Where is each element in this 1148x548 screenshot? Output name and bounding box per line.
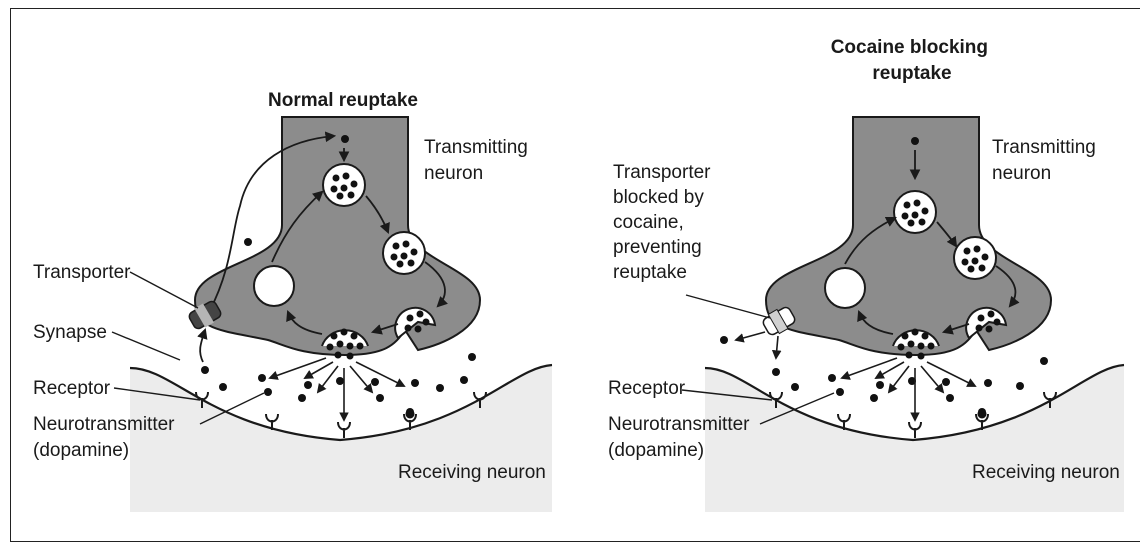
receiving-neuron-label: Receiving neuron	[398, 462, 546, 483]
neurotransmitter-dots	[201, 353, 476, 416]
transporter-blocked-label: Transporter blocked by cocaine, preventi…	[613, 162, 716, 283]
empty-vesicle	[825, 268, 865, 308]
diffusion-arrows	[270, 358, 404, 420]
synapse-label: Synapse	[33, 322, 107, 343]
transporter-label: Transporter	[33, 262, 131, 283]
receptor-label: Receptor	[33, 378, 111, 399]
panel-cocaine-blocking: Cocaine blocking reuptake Transmitting n…	[608, 37, 1124, 512]
panel-normal-reuptake: Normal reuptake Transmitting neuron Tran…	[33, 90, 552, 512]
receptor-label: Receptor	[608, 378, 686, 399]
receiving-neuron-label: Receiving neuron	[972, 462, 1120, 483]
transmitting-neuron-label: Transmitting neuron	[992, 137, 1101, 184]
panel-title: Normal reuptake	[268, 90, 418, 111]
transmitting-neuron-label: Transmitting neuron	[424, 137, 533, 184]
vesicle	[894, 191, 936, 233]
vesicle	[323, 164, 365, 206]
empty-vesicle	[254, 266, 294, 306]
panel-title: Cocaine blocking reuptake	[831, 37, 994, 84]
receiving-neuron	[130, 365, 552, 512]
vesicle	[954, 237, 996, 279]
vesicle	[383, 232, 425, 274]
diffusion-arrows	[842, 358, 975, 420]
